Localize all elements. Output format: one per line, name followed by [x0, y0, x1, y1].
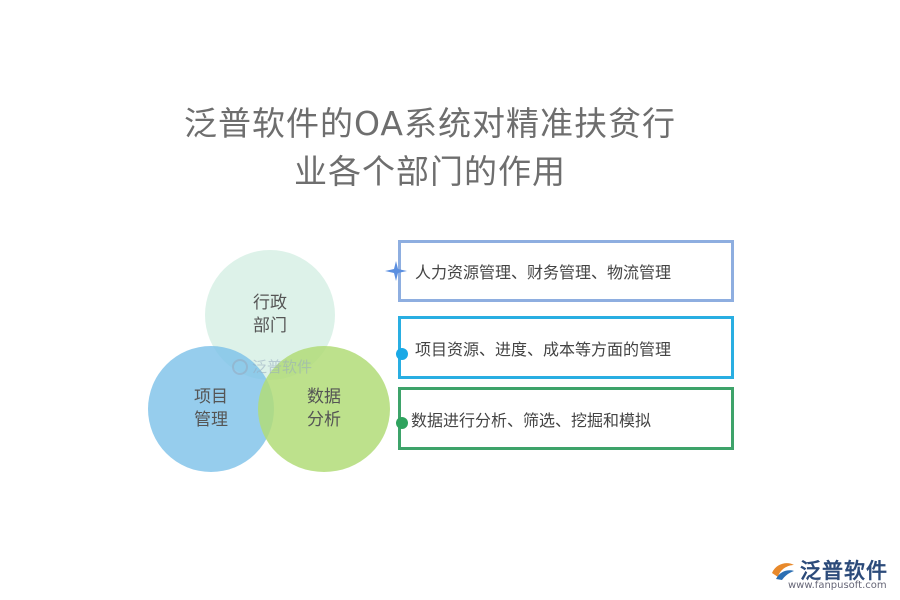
- circle-admin-label: 行政 部门: [253, 293, 287, 336]
- brand-name: 泛普软件: [800, 559, 888, 583]
- title-line-2: 业各个部门的作用: [294, 152, 566, 191]
- watermark: 泛普软件: [232, 356, 312, 377]
- circle-project-management: 项目 管理: [148, 346, 274, 472]
- item-box-2: 项目资源、进度、成本等方面的管理: [398, 316, 734, 379]
- brand-url: www.fanpusoft.com: [788, 580, 887, 591]
- watermark-text: 泛普软件: [252, 358, 313, 376]
- item-box-1-text: 人力资源管理、财务管理、物流管理: [415, 263, 672, 282]
- diagram-title: 泛普软件的OA系统对精准扶贫行 业各个部门的作用: [150, 100, 710, 196]
- circle-data-label: 数据 分析: [307, 387, 341, 430]
- circle-data-analysis: 数据 分析: [258, 346, 390, 472]
- bullet-dot-blue: [396, 348, 408, 360]
- title-line-1: 泛普软件的OA系统对精准扶贫行: [184, 104, 676, 143]
- brand-logo: 泛普软件 www.fanpusoft.com: [770, 552, 890, 591]
- item-box-1: 人力资源管理、财务管理、物流管理: [398, 240, 734, 302]
- item-box-3-text: 数据进行分析、筛选、挖掘和模拟: [411, 410, 652, 430]
- watermark-logo-icon: [232, 358, 248, 375]
- bullet-dot-green: [396, 417, 408, 429]
- star-icon: [385, 261, 407, 281]
- item-box-2-text: 项目资源、进度、成本等方面的管理: [415, 339, 672, 359]
- brand-logo-icon: [772, 563, 794, 580]
- item-box-3: 数据进行分析、筛选、挖掘和模拟: [398, 387, 734, 450]
- circle-project-label: 项目 管理: [194, 387, 228, 430]
- venn-diagram: 行政 部门 项目 管理 数据 分析: [140, 240, 410, 490]
